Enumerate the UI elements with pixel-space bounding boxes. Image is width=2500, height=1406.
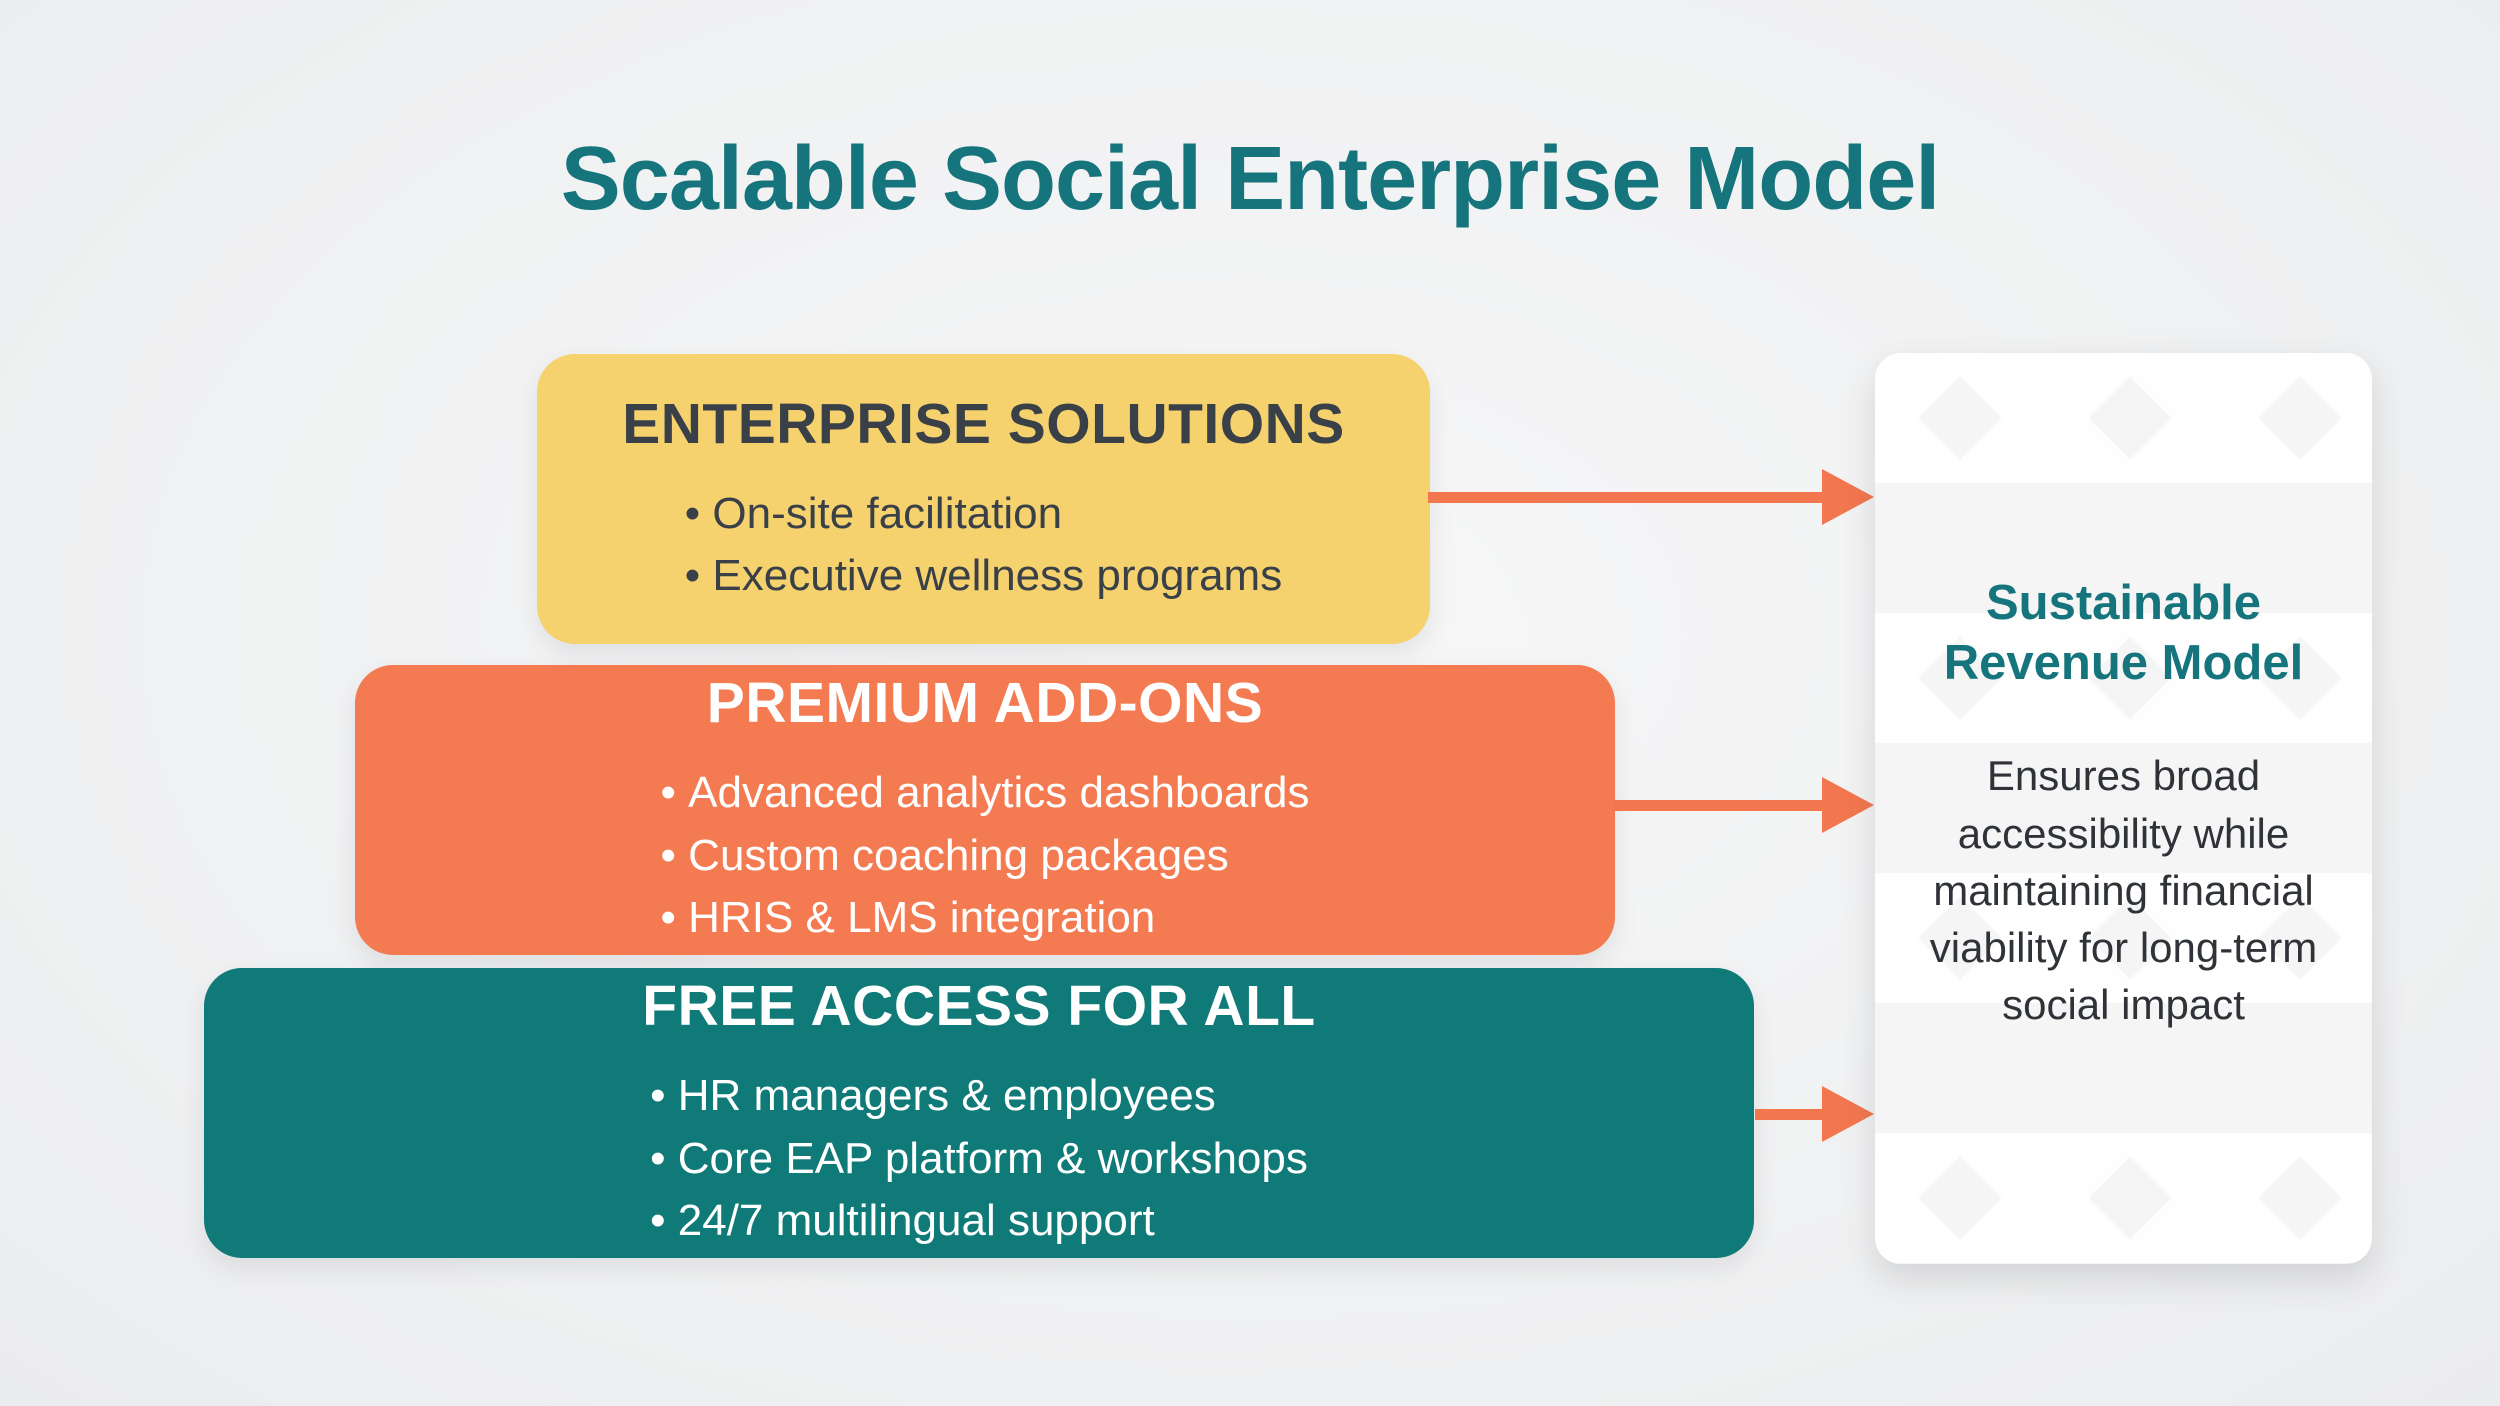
- tier-free-access: FREE ACCESS FOR ALL HR managers & employ…: [204, 968, 1754, 1258]
- tier-enterprise-bullet-list: On-site facilitation Executive wellness …: [685, 483, 1282, 608]
- arrow-line: [1428, 492, 1828, 503]
- bullet-item: Custom coaching packages: [661, 825, 1310, 887]
- bullet-item: 24/7 multilingual support: [650, 1190, 1308, 1252]
- tier-premium-bullet-list: Advanced analytics dashboards Custom coa…: [661, 762, 1310, 949]
- page-title: Scalable Social Enterprise Model: [560, 129, 1941, 229]
- bullet-item: Core EAP platform & workshops: [650, 1128, 1308, 1190]
- bullet-item: HR managers & employees: [650, 1065, 1308, 1127]
- bullet-item: HRIS & LMS integration: [661, 887, 1310, 949]
- bullet-item: On-site facilitation: [685, 483, 1282, 545]
- arrow-line: [1755, 1109, 1828, 1120]
- sustainable-revenue-card: Sustainable Revenue Model Ensures broad …: [1875, 353, 2372, 1264]
- tier-premium-title: PREMIUM ADD-ONS: [706, 671, 1264, 736]
- arrow-enterprise-to-card-icon: [1428, 469, 1874, 525]
- arrow-line: [1613, 800, 1828, 811]
- arrowhead-icon: [1822, 777, 1874, 833]
- revenue-card-description: Ensures broad accessibility while mainta…: [1929, 752, 2318, 1028]
- tier-enterprise-title: ENTERPRISE SOLUTIONS: [622, 391, 1345, 456]
- arrowhead-icon: [1822, 469, 1874, 525]
- tier-enterprise-solutions: ENTERPRISE SOLUTIONS On-site facilitatio…: [537, 354, 1430, 644]
- tier-free-bullet-list: HR managers & employees Core EAP platfor…: [650, 1065, 1308, 1252]
- arrow-premium-to-card-icon: [1613, 777, 1874, 833]
- arrow-free-to-card-icon: [1755, 1086, 1874, 1142]
- bullet-item: Executive wellness programs: [685, 545, 1282, 607]
- bullet-item: Advanced analytics dashboards: [661, 762, 1309, 824]
- tier-free-title: FREE ACCESS FOR ALL: [642, 974, 1316, 1039]
- revenue-card-title: Sustainable Revenue Model: [1943, 575, 2304, 690]
- tier-premium-add-ons: PREMIUM ADD-ONS Advanced analytics dashb…: [355, 665, 1615, 955]
- arrowhead-icon: [1822, 1086, 1874, 1142]
